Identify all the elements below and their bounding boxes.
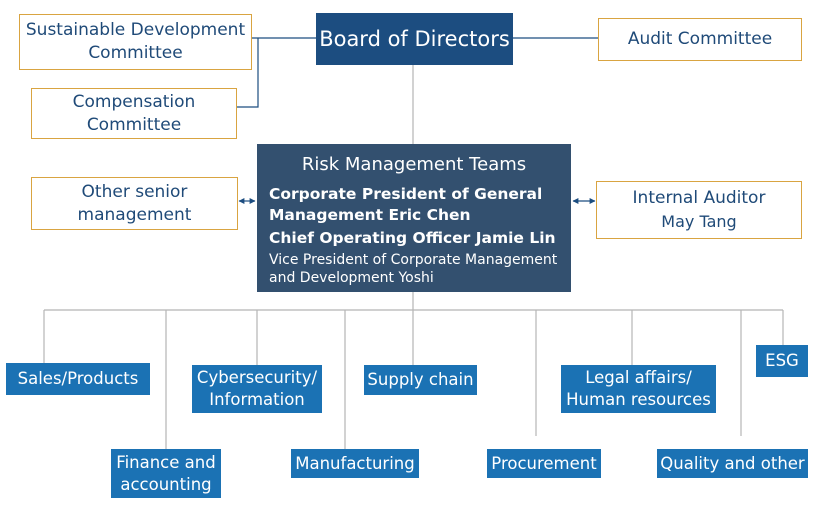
dept-supply-chain: Supply chain xyxy=(364,365,477,395)
dept-legal-line1: Legal affairs/ xyxy=(585,368,692,387)
internal-auditor-line2: May Tang xyxy=(661,212,737,231)
board-of-directors-box: Board of Directors xyxy=(316,13,513,65)
internal-auditor-box: Internal Auditor May Tang xyxy=(596,181,802,239)
dept-finance-accounting: Finance and accounting xyxy=(111,449,221,498)
dept-procurement: Procurement xyxy=(487,449,601,478)
risk-member-coo: Chief Operating Officer Jamie Lin xyxy=(269,229,556,247)
dept-sales-label: Sales/Products xyxy=(17,369,139,388)
risk-member-vp-line2: and Development Yoshi xyxy=(269,270,434,286)
compensation-committee-line1: Compensation xyxy=(72,91,196,112)
compensation-to-board-line xyxy=(237,38,259,108)
risk-management-teams-title: Risk Management Teams xyxy=(301,154,527,175)
internal-auditor-line1: Internal Auditor xyxy=(632,188,766,208)
risk-member-president-line2: Management Eric Chen xyxy=(269,206,471,224)
dept-esg: ESG xyxy=(756,345,808,377)
dept-esg-label: ESG xyxy=(765,351,799,370)
dept-manufacturing-label: Manufacturing xyxy=(295,453,415,473)
other-senior-management-box: Other senior management xyxy=(31,177,238,230)
board-of-directors-label: Board of Directors xyxy=(319,27,510,51)
audit-committee-box: Audit Committee xyxy=(598,18,802,61)
risk-member-president-line1: Corporate President of General xyxy=(269,185,543,203)
dept-procurement-label: Procurement xyxy=(491,453,597,473)
sustainable-committee-line1: Sustainable Development xyxy=(25,20,246,40)
dept-cybersecurity: Cybersecurity/ Information xyxy=(192,365,322,413)
dept-cyber-line1: Cybersecurity/ xyxy=(196,368,318,387)
risk-member-vp-line1: Vice President of Corporate Management xyxy=(269,252,558,268)
dept-finance-line1: Finance and xyxy=(116,452,216,472)
dept-legal-hr: Legal affairs/ Human resources xyxy=(561,365,716,413)
dept-supply-label: Supply chain xyxy=(367,370,474,389)
dept-legal-line2: Human resources xyxy=(566,390,711,409)
dept-quality-label: Quality and other xyxy=(660,453,805,473)
other-senior-line2: management xyxy=(77,204,192,225)
dept-quality-other: Quality and other xyxy=(657,449,808,478)
dept-finance-line2: accounting xyxy=(120,474,212,494)
compensation-committee-box: Compensation Committee xyxy=(31,88,237,139)
sustainable-development-committee-box: Sustainable Development Committee xyxy=(19,14,252,70)
other-senior-line1: Other senior xyxy=(81,181,188,202)
dept-manufacturing: Manufacturing xyxy=(291,449,419,478)
dept-sales-products: Sales/Products xyxy=(6,363,150,395)
audit-committee-label: Audit Committee xyxy=(627,29,773,49)
dept-cyber-line2: Information xyxy=(209,390,305,409)
sustainable-committee-line2: Committee xyxy=(88,43,183,63)
risk-management-teams-box: Risk Management Teams Corporate Presiden… xyxy=(257,144,571,292)
compensation-committee-line2: Committee xyxy=(86,114,182,135)
